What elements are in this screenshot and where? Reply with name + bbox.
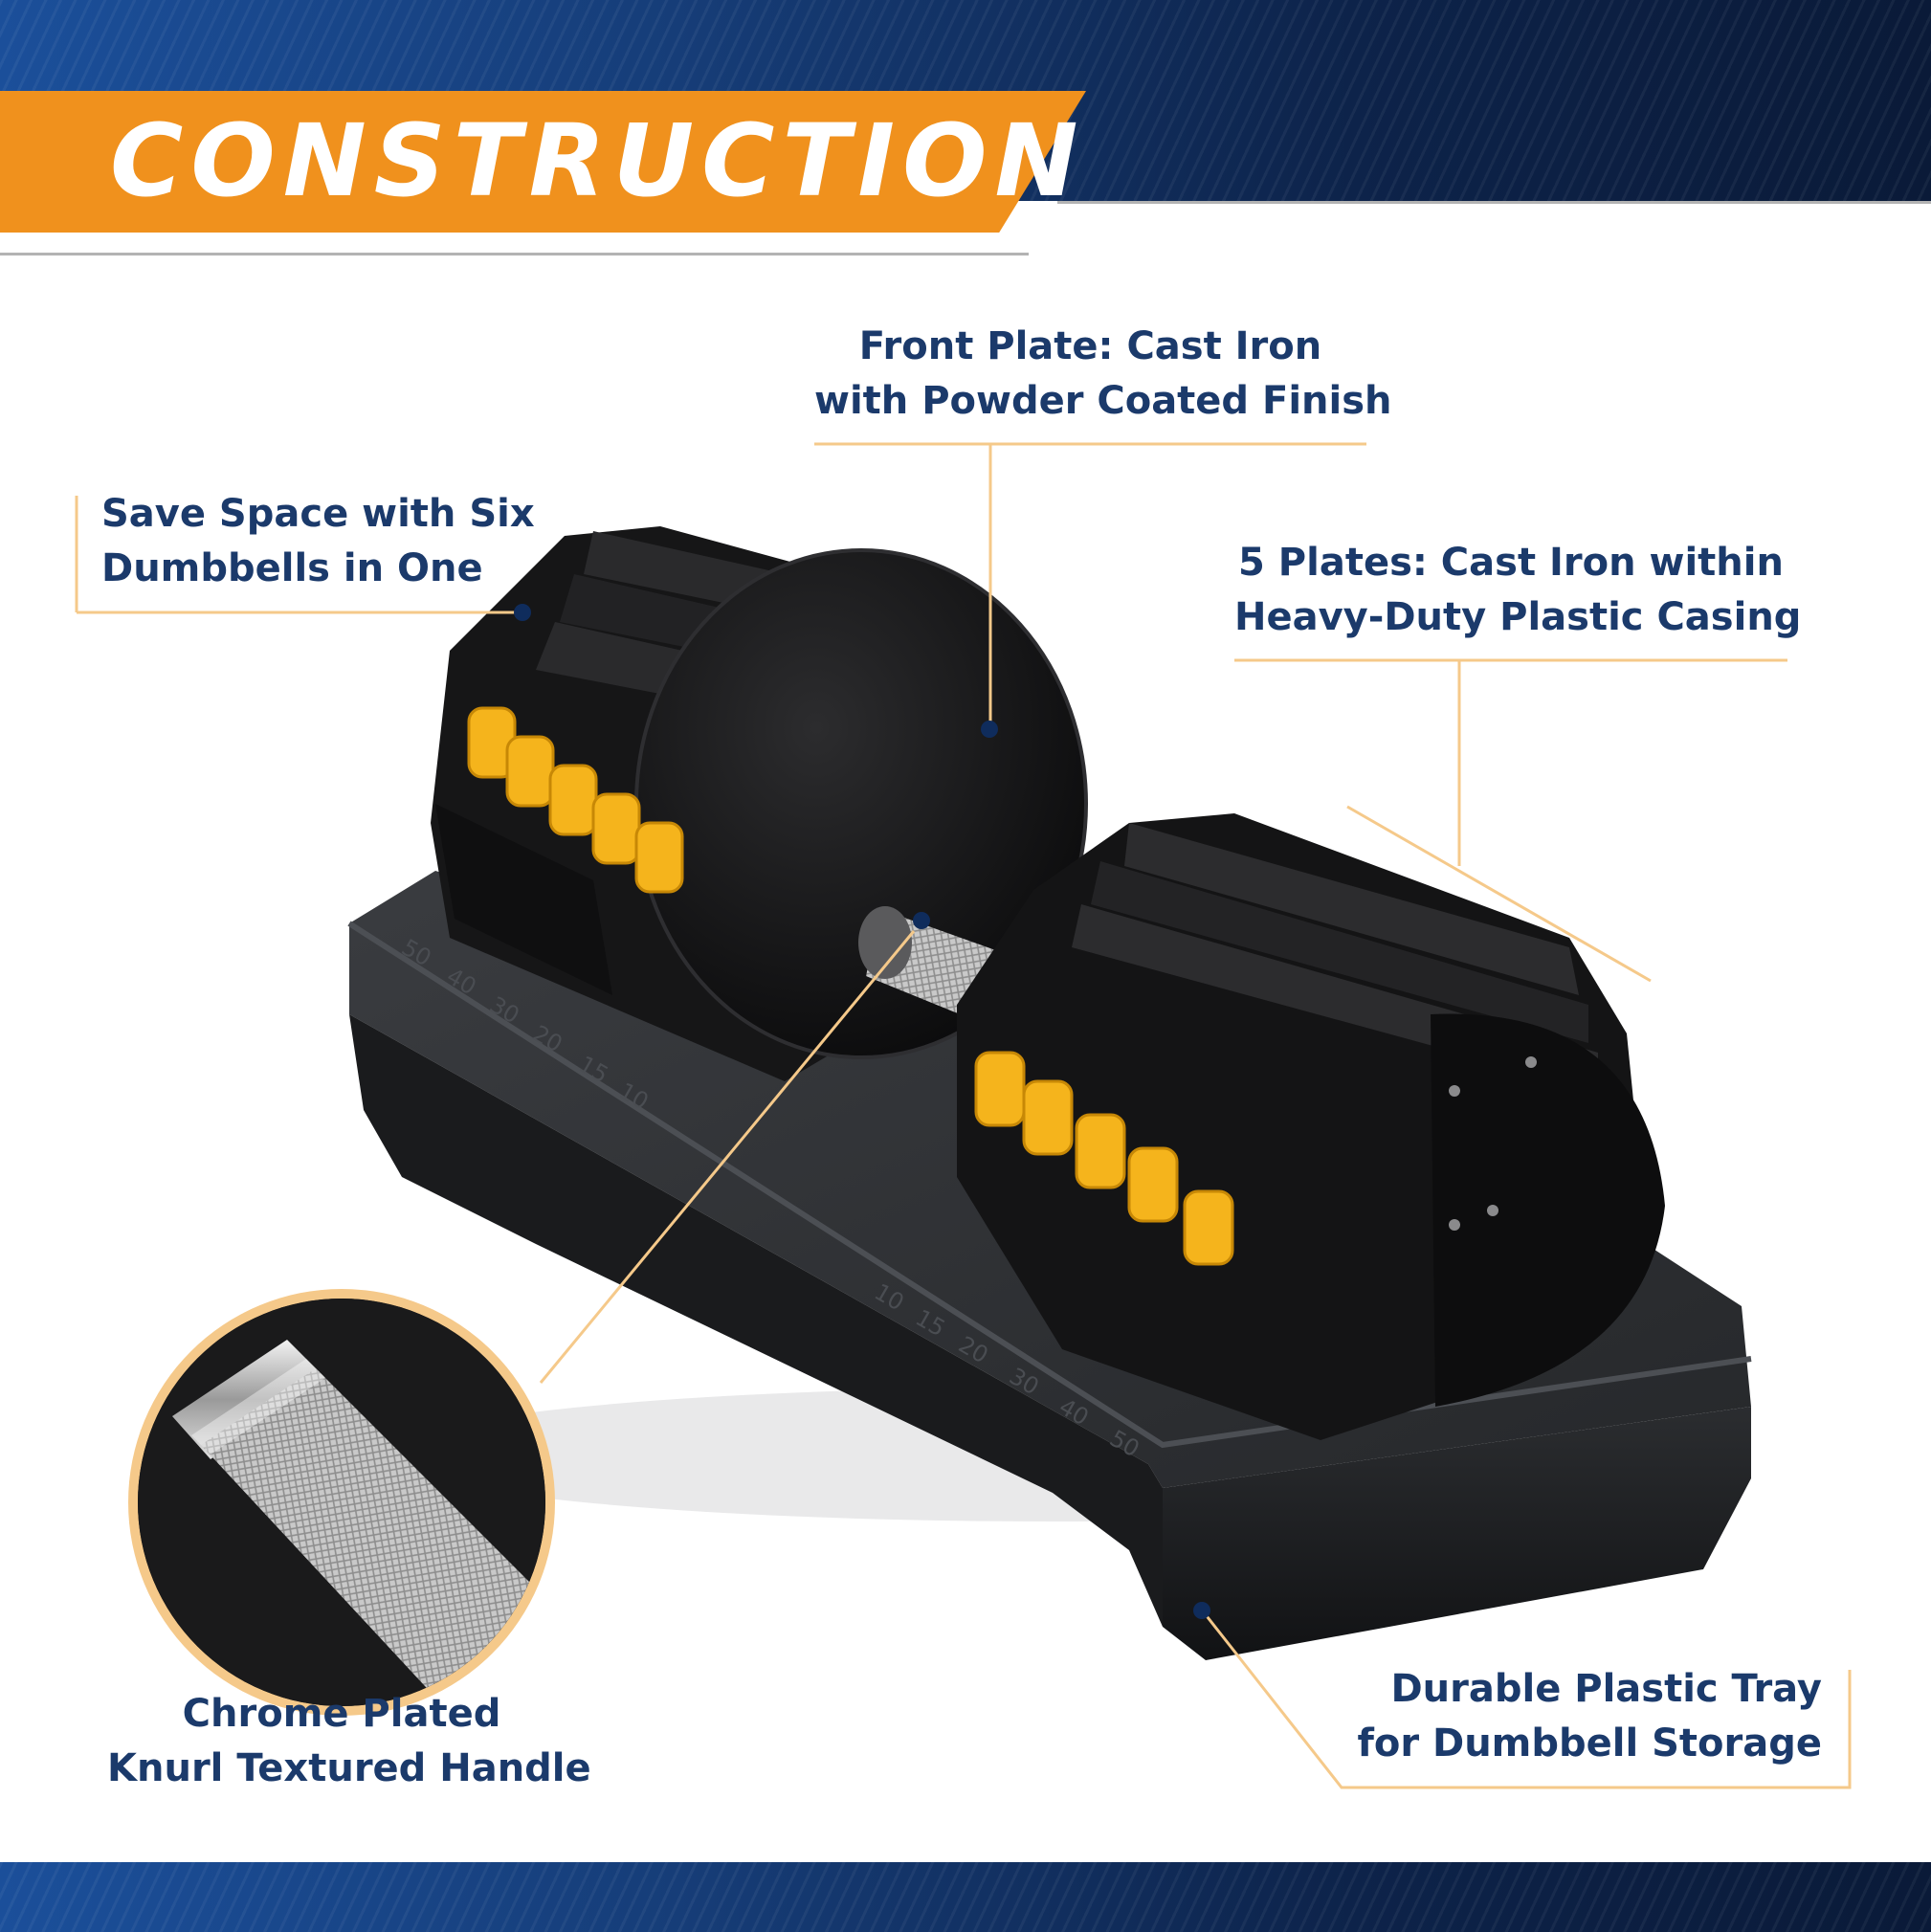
callout-front-plate-line1: Front Plate: Cast Iron (858, 324, 1322, 368)
right-weight-stack (957, 813, 1665, 1440)
dot-tray (1193, 1602, 1210, 1619)
callout-save-space-line1: Save Space with Six (101, 492, 535, 536)
callout-tray: Durable Plastic Tray for Dumbbell Storag… (1340, 1662, 1822, 1771)
left-weight-stack (431, 526, 1088, 1081)
dot-handle (913, 912, 930, 929)
callout-five-plates-line1: 5 Plates: Cast Iron within (1238, 541, 1784, 585)
dot-front-plate (981, 721, 998, 738)
callout-tray-line1: Durable Plastic Tray (1390, 1667, 1822, 1711)
page-title: CONSTRUCTION (110, 102, 1086, 219)
handle-detail-circle (128, 1289, 555, 1716)
dot-save-space (514, 604, 531, 621)
storage-tray-side (349, 1014, 1163, 1627)
divider-line-upper (1057, 201, 1931, 204)
title-banner (0, 91, 1086, 233)
callout-handle-line1: Chrome Plated (182, 1692, 501, 1736)
front-plate (636, 550, 1086, 1057)
callout-save-space-line2: Dumbbells in One (101, 546, 483, 590)
storage-tray-front (1163, 1407, 1751, 1660)
callout-five-plates-line2: Heavy-Duty Plastic Casing (1234, 595, 1802, 639)
callout-tray-line2: for Dumbbell Storage (1357, 1721, 1822, 1765)
callout-front-plate-line2: with Powder Coated Finish (814, 379, 1392, 423)
divider-line (0, 253, 1029, 255)
footer-band (0, 1862, 1931, 1932)
callout-five-plates: 5 Plates: Cast Iron within Heavy-Duty Pl… (1234, 536, 1802, 645)
callout-front-plate: Front Plate: Cast Iron with Powder Coate… (814, 320, 1392, 429)
callout-save-space: Save Space with Six Dumbbells in One (101, 487, 542, 596)
callout-handle-line2: Knurl Textured Handle (107, 1746, 591, 1790)
callout-handle: Chrome Plated Knurl Textured Handle (107, 1687, 591, 1796)
